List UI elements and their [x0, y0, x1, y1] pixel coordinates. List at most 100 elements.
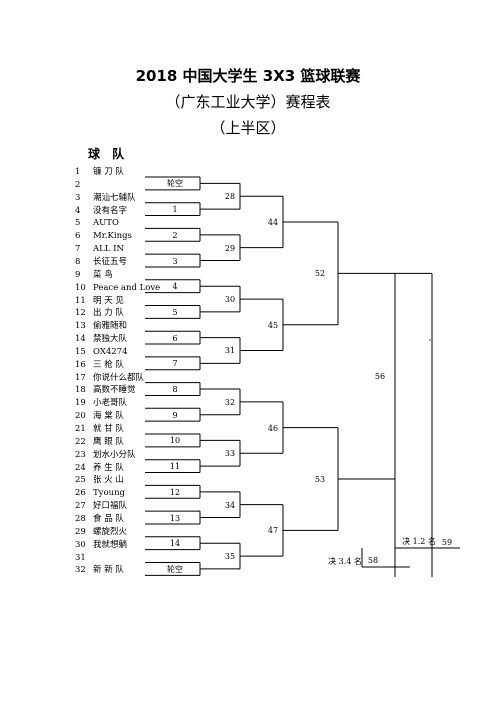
team-name: 好口福队: [93, 501, 128, 512]
team-name: 划水小分队: [93, 449, 136, 460]
team-name: 海 棠 队: [93, 411, 124, 422]
round1-game-label: 2: [172, 230, 178, 240]
team-number: 16: [75, 359, 86, 370]
team-number: 13: [75, 321, 86, 332]
team-number: 10: [75, 282, 86, 293]
team-number: 21: [75, 424, 86, 434]
team-number: 9: [75, 269, 81, 280]
team-number: 29: [75, 526, 86, 537]
team-number: 32: [75, 565, 86, 576]
team-number: 26: [75, 488, 86, 499]
team-name: 张 火 山: [93, 475, 124, 486]
team-number: 17: [75, 372, 86, 383]
team-name: 食 品 队: [93, 513, 124, 524]
stray-dot: [429, 339, 431, 341]
team-name: 小老哥队: [93, 398, 128, 409]
team-name: 禁独大队: [93, 334, 128, 345]
round2-game-label: 29: [224, 243, 236, 253]
team-name: 新 新 队: [93, 565, 124, 576]
teams-header: 球 队: [88, 147, 129, 161]
team-name: ALL IN: [93, 244, 124, 255]
round1-game-label: 11: [169, 462, 181, 472]
page-section: （上半区）: [210, 119, 286, 137]
round3-game-label: 45: [267, 320, 279, 330]
team-name: 就 甘 队: [93, 424, 124, 434]
round3-game-label: 47: [267, 526, 279, 536]
round1-game-label: 轮空: [167, 564, 183, 574]
team-name: 我就想躺: [93, 539, 128, 550]
page-subtitle: （广东工业大学）赛程表: [165, 93, 331, 111]
team-name: 菜 鸟: [93, 269, 113, 280]
team-name: Peace and Love: [93, 282, 161, 293]
team-name: AUTO: [93, 218, 119, 229]
round1-game-label: 13: [169, 513, 181, 523]
round2-game-label: 32: [224, 397, 236, 407]
team-number: 30: [75, 539, 86, 550]
team-name: 出 力 队: [93, 308, 124, 319]
round1-game-label: 7: [172, 359, 178, 369]
team-number: 27: [75, 501, 86, 512]
team-number: 5: [75, 218, 81, 229]
round2-game-label: 31: [224, 346, 236, 356]
round1-game-label: 轮空: [167, 179, 183, 189]
round2-game-label: 34: [224, 500, 236, 510]
semi-game-label: 56: [374, 372, 386, 382]
team-name: Mr.Kings: [93, 231, 132, 242]
team-name: 偷雅随和: [93, 321, 128, 332]
final-game: 59: [441, 538, 453, 547]
team-number: 7: [75, 244, 81, 255]
team-name: 你说什么都队: [93, 372, 145, 383]
round2-game-label: 28: [224, 192, 236, 202]
team-number: 2: [75, 179, 81, 190]
final-label: 决 1.2 名: [402, 537, 436, 546]
team-number: 4: [75, 205, 81, 216]
page-title: 2018 中国大学生 3X3 篮球联赛: [135, 67, 361, 85]
round2-game-label: 33: [224, 449, 236, 459]
team-name: 螺旋烈火: [93, 526, 128, 537]
team-number: 22: [75, 436, 86, 447]
team-number: 23: [75, 449, 86, 460]
team-number: 25: [75, 475, 86, 486]
third-place-label: 决 3.4 名: [328, 557, 362, 566]
team-name: OX4274: [93, 346, 128, 357]
round2-game-label: 30: [224, 295, 236, 305]
team-name: 鹰 眼 队: [93, 436, 124, 447]
round4-game-label: 52: [314, 269, 326, 279]
round1-game-label: 1: [172, 205, 178, 215]
team-number: 11: [75, 295, 86, 306]
round1-game-label: 10: [169, 436, 181, 446]
team-number: 1: [75, 167, 81, 177]
team-name: 没有名字: [93, 205, 128, 216]
team-name: 三 枪 队: [93, 359, 124, 370]
team-number: 18: [75, 385, 86, 396]
round4-game-label: 53: [314, 474, 326, 484]
team-number: 19: [75, 398, 86, 409]
round1-game-label: 3: [172, 256, 178, 266]
team-name: Tyoung: [93, 488, 125, 499]
team-number: 15: [75, 346, 86, 357]
team-number: 31: [75, 552, 86, 563]
team-number: 12: [75, 308, 86, 319]
team-name: 长征五号: [93, 256, 128, 267]
team-number: 24: [75, 462, 86, 473]
team-name: 镰 刀 队: [93, 167, 124, 177]
round2-game-label: 35: [224, 552, 236, 562]
round1-game-label: 12: [169, 487, 181, 497]
team-name: 高数不睡觉: [93, 385, 136, 396]
round3-game-label: 44: [267, 217, 279, 227]
round1-game-label: 9: [172, 410, 178, 420]
team-number: 3: [75, 192, 81, 203]
third-place-game: 58: [367, 556, 379, 565]
team-number: 28: [75, 513, 86, 524]
round1-game-label: 6: [172, 333, 178, 343]
team-name: 潮汕七辅队: [93, 192, 136, 203]
round1-game-label: 5: [172, 307, 178, 317]
team-name: 明 天 见: [93, 295, 124, 306]
round1-game-label: 4: [172, 282, 178, 292]
team-name: 养 生 队: [93, 462, 124, 473]
team-number: 14: [75, 334, 86, 345]
team-number: 8: [75, 256, 81, 267]
team-number: 6: [75, 231, 81, 242]
round3-game-label: 46: [267, 423, 279, 433]
